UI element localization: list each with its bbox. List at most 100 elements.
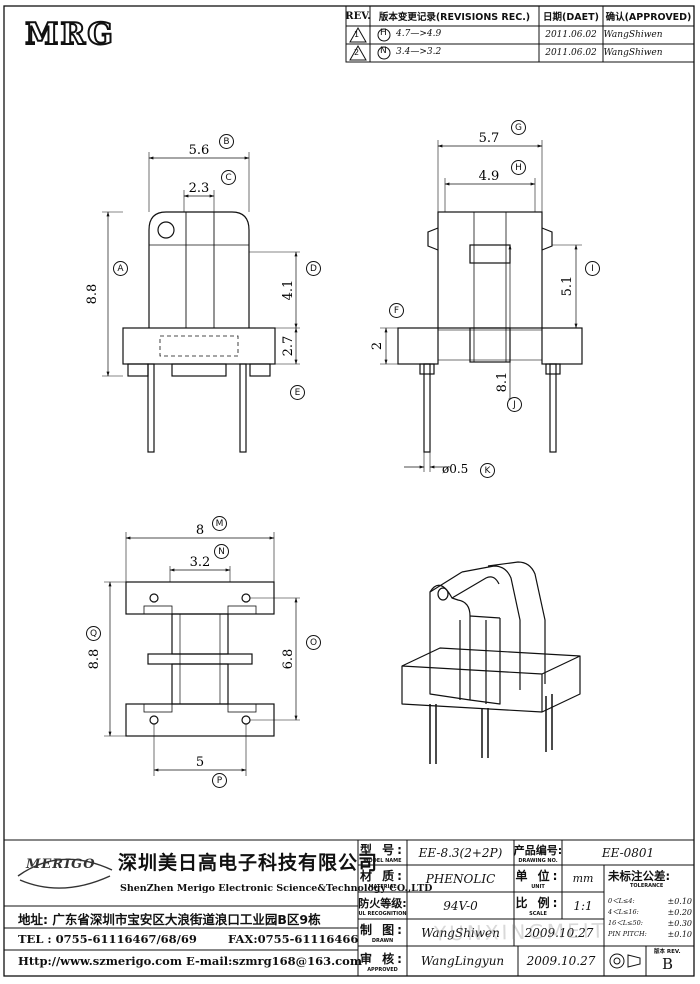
dim-value-J: 8.1 bbox=[495, 372, 510, 393]
rev-header-record: 版本变更记录(REVISIONS REC.) bbox=[378, 12, 531, 23]
unit-label-sub: UNIT bbox=[531, 884, 545, 890]
tolerance-row: PIN PITCH: ±0.10 bbox=[608, 929, 692, 940]
dim-value-M: 8 bbox=[196, 523, 204, 538]
tolerance-range: 16＜L≤50: bbox=[608, 919, 643, 927]
dim-letter-m: M bbox=[212, 516, 227, 531]
dim-letter-e: E bbox=[290, 385, 305, 400]
material-label-sub: MATERIAL bbox=[368, 884, 397, 890]
company-fax: FAX:0755-61116466 bbox=[228, 932, 359, 946]
company-email: E-mail:szmrg168@163.com bbox=[186, 954, 362, 968]
dim-letter-c: C bbox=[221, 170, 236, 185]
dim-letter-j: J bbox=[507, 397, 522, 412]
side-view bbox=[380, 140, 583, 472]
company-address: 地址: 广东省深圳市宝安区大浪街道浪口工业园B区9栋 bbox=[18, 912, 321, 927]
approved-by-value: WangLingyun bbox=[420, 954, 505, 968]
dim-letter-o: O bbox=[306, 635, 321, 650]
dim-letter-i: I bbox=[585, 261, 600, 276]
rev-date: 2011.06.02 bbox=[545, 30, 597, 40]
dim-value-Q: 8.8 bbox=[87, 649, 102, 670]
drawing-no-label-sub: DRAWING NO. bbox=[518, 857, 558, 864]
rev-dim-letter: H bbox=[380, 28, 387, 38]
tolerance-title: 未标注公差: bbox=[608, 869, 671, 883]
rev-header-date: 日期(DAET) bbox=[543, 12, 599, 23]
company-name-en: ShenZhen Merigo Electronic Science&Techn… bbox=[120, 883, 433, 894]
watermark: YUNXINGMEIT bbox=[433, 918, 608, 946]
brand-name: MERIGO bbox=[26, 857, 96, 872]
material-label: 材 质: MATERIAL bbox=[358, 865, 407, 892]
tolerance-range: PIN PITCH: bbox=[608, 930, 647, 938]
rev-date: 2011.06.02 bbox=[545, 48, 597, 58]
model-label-sub: MODEL NAME bbox=[363, 858, 402, 864]
dim-letter-a: A bbox=[113, 261, 128, 276]
company-website: Http://www.szmerigo.com bbox=[18, 954, 182, 968]
bottom-view bbox=[104, 532, 300, 776]
drawn-label-text: 制 图: bbox=[360, 923, 405, 937]
dim-value-I: 5.1 bbox=[560, 276, 575, 297]
tolerance-range: 0＜L≤4: bbox=[608, 897, 635, 905]
unit-value: mm bbox=[572, 872, 594, 885]
ul-label-text: 防火等级: bbox=[358, 896, 407, 910]
dim-letter-k: K bbox=[480, 463, 495, 478]
dim-letter-h: H bbox=[511, 160, 526, 175]
dim-value-H: 4.9 bbox=[479, 169, 500, 184]
dim-value-P: 5 bbox=[196, 755, 204, 770]
rev-header-approved: 确认(APPROVED) bbox=[605, 12, 692, 23]
dim-value-N: 3.2 bbox=[190, 555, 211, 570]
svg-text:MRG: MRG bbox=[25, 17, 115, 52]
tolerance-value: ±0.10 bbox=[667, 930, 692, 939]
tolerance-row: 0＜L≤4:±0.10 bbox=[608, 896, 692, 907]
tolerance-value: ±0.20 bbox=[667, 908, 692, 917]
isometric-view bbox=[401, 561, 581, 764]
dim-letter-q: Q bbox=[86, 626, 101, 641]
merigo-logo bbox=[17, 858, 113, 889]
front-view bbox=[102, 152, 300, 453]
approved-date-value: 2009.10.27 bbox=[526, 954, 596, 968]
dim-value-G: 5.7 bbox=[479, 131, 500, 146]
dim-value-D: 4.1 bbox=[281, 280, 296, 301]
dim-value-O: 6.8 bbox=[281, 649, 296, 670]
dim-letter-g: G bbox=[511, 120, 526, 135]
dim-value-K: ø0.5 bbox=[442, 462, 468, 476]
scale-label-sub: SCALE bbox=[529, 911, 547, 917]
ul-label: 防火等级: UL RECOGNITION bbox=[358, 892, 407, 919]
scale-label-text: 比 例: bbox=[515, 896, 561, 910]
rev-approver: WangShiwen bbox=[603, 30, 663, 40]
drawn-label-sub: DRAWN bbox=[371, 938, 394, 944]
title-block-grid bbox=[4, 839, 694, 976]
rev-change: 3.4—>3.2 bbox=[396, 47, 442, 57]
mrg-logo: MRG bbox=[24, 16, 115, 53]
rev-dim-letter: N bbox=[380, 46, 387, 56]
scale-value: 1:1 bbox=[573, 898, 593, 913]
unit-label-text: 单 位: bbox=[515, 869, 561, 883]
dim-value-A: 8.8 bbox=[85, 284, 100, 305]
dim-letter-d: D bbox=[306, 261, 321, 276]
rev-number: 1 bbox=[354, 30, 360, 39]
dim-letter-p: P bbox=[212, 773, 227, 788]
version-value: B bbox=[662, 955, 674, 973]
revision-table bbox=[345, 5, 695, 63]
tolerance-value: ±0.30 bbox=[667, 919, 692, 928]
dim-letter-n: N bbox=[214, 544, 229, 559]
approved-label-text: 审 核: bbox=[360, 951, 405, 966]
material-value: PHENOLIC bbox=[425, 871, 496, 886]
outer-frame bbox=[3, 5, 695, 977]
approved-label-sub: APPROVED bbox=[367, 966, 398, 973]
dim-value-C: 2.3 bbox=[189, 181, 210, 196]
approved-label: 审 核: APPROVED bbox=[358, 946, 407, 976]
rev-change: 4.7—>4.9 bbox=[396, 29, 442, 39]
tolerance-range: 4＜L≤16: bbox=[608, 908, 639, 916]
rev-number: 2 bbox=[354, 48, 360, 57]
scale-label: 比 例: SCALE bbox=[514, 892, 562, 919]
drawn-date-value: 2009.10.27 bbox=[524, 925, 594, 940]
drawing-no-label: 产品编号: DRAWING NO. bbox=[514, 840, 562, 865]
drawing-no-value: EE-0801 bbox=[601, 845, 655, 860]
dim-letter-b: B bbox=[219, 134, 234, 149]
ul-value: 94V-0 bbox=[443, 898, 478, 913]
company-name-cn: 深圳美日高电子科技有限公司 bbox=[118, 852, 379, 874]
tolerance-row: 4＜L≤16: ±0.20 bbox=[608, 907, 692, 918]
drawn-label: 制 图: DRAWN bbox=[358, 919, 407, 946]
dim-letter-f: F bbox=[389, 303, 404, 318]
drawn-by-value: WangShiwen bbox=[421, 925, 500, 940]
